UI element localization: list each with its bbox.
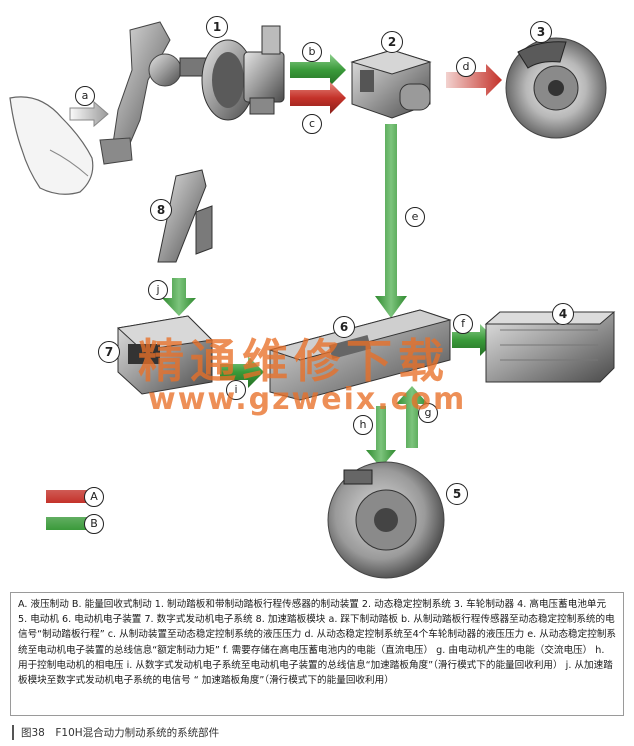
watermark-title: 精通维修下载 (138, 334, 450, 388)
electric-motor (327, 461, 445, 579)
arrow-h (366, 406, 396, 468)
callout-4: 4 (552, 303, 574, 325)
dsc-unit (350, 49, 432, 119)
callout-g: g (418, 403, 438, 423)
arrow-e (375, 124, 407, 318)
callout-6: 6 (333, 316, 355, 338)
callout-5: 5 (446, 483, 468, 505)
callout-a: a (75, 86, 95, 106)
callout-3: 3 (530, 21, 552, 43)
callout-7: 7 (98, 341, 120, 363)
callout-b: b (302, 42, 322, 62)
driver-foot (9, 96, 94, 195)
accelerator-pedal-module (157, 169, 213, 263)
motor-electronics (268, 309, 452, 401)
watermark-url: www.gzweix.com (148, 382, 467, 417)
brake-system-diagram: 1 2 3 4 5 6 7 8 a b c d e f g h i j 精通维修… (9, 16, 616, 579)
callout-c: c (302, 114, 322, 134)
digital-engine-electronics (116, 315, 214, 395)
callout-2: 2 (381, 31, 403, 53)
arrow-g (396, 386, 428, 448)
brake-pedal-assembly (99, 21, 285, 165)
figure-title: 图38 F10H混合动力制动系统的系统部件 (12, 725, 219, 740)
callout-j: j (148, 280, 168, 300)
diagram-canvas (9, 21, 616, 579)
wheel-brake (505, 37, 607, 139)
callout-e: e (405, 207, 425, 227)
callout-d: d (456, 57, 476, 77)
caption-legend-text: A. 液压制动 B. 能量回收式制动 1. 制动踏板和带制动踏板行程传感器的制动… (10, 592, 624, 716)
arrow-c (290, 82, 346, 114)
arrow-a (69, 100, 109, 128)
callout-h: h (353, 415, 373, 435)
legend-swatch-regenerative (46, 517, 92, 530)
legend-label-a: A (84, 487, 104, 507)
arrow-b (290, 54, 346, 86)
legend-label-b: B (84, 514, 104, 534)
high-voltage-battery (484, 311, 616, 383)
callout-i: i (226, 380, 246, 400)
arrow-j (162, 278, 196, 316)
callout-1: 1 (206, 16, 228, 38)
callout-f: f (453, 314, 473, 334)
callout-8: 8 (150, 199, 172, 221)
legend-swatch-hydraulic (46, 490, 92, 503)
